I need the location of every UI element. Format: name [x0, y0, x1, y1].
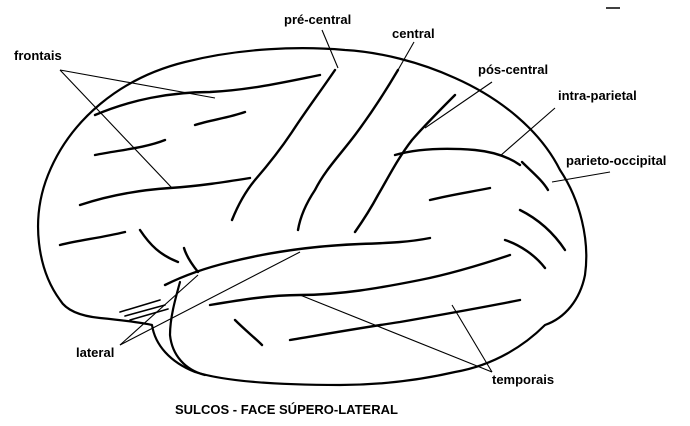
pre-central-sulcus — [232, 70, 335, 220]
leader-lateral-lower — [120, 275, 198, 345]
leader-parieto-occipital — [552, 172, 610, 182]
leader-lateral-upper — [120, 252, 300, 345]
lateral-sulcus-branch — [184, 248, 198, 272]
central-sulcus — [298, 70, 398, 230]
lateral-sulcus-hatch — [120, 300, 168, 320]
leader-central — [398, 42, 414, 70]
leader-temporais-right — [452, 305, 492, 372]
superior-frontal-sulcus — [95, 75, 320, 115]
temporal-sulcus-minor — [235, 320, 262, 345]
cerebrum-outline — [38, 48, 586, 385]
leader-pos-central — [425, 82, 492, 128]
occipital-sulcus-2 — [505, 240, 545, 268]
superior-temporal-sulcus — [210, 255, 510, 305]
label-temporais: temporais — [492, 372, 554, 387]
label-parieto-occipital: parieto-occipital — [566, 153, 666, 168]
label-intra-parietal: intra-parietal — [558, 88, 637, 103]
inferior-frontal-sulcus — [80, 178, 250, 205]
frontal-sulcus-minor-3 — [195, 112, 245, 125]
frontal-sulcus-minor-1 — [95, 140, 165, 155]
label-lateral: lateral — [76, 345, 114, 360]
parieto-occipital-sulcus — [522, 162, 548, 190]
frontal-sulcus-minor-4 — [140, 230, 178, 262]
lateral-sulcus — [165, 238, 430, 285]
label-pre-central: pré-central — [284, 12, 351, 27]
intra-parietal-sulcus — [395, 149, 520, 165]
label-pos-central: pós-central — [478, 62, 548, 77]
occipital-sulcus-1 — [520, 210, 565, 250]
parietal-sulcus-minor — [430, 188, 490, 200]
label-central: central — [392, 26, 435, 41]
label-frontais: frontais — [14, 48, 62, 63]
diagram-caption: SULCOS - FACE SÚPERO-LATERAL — [175, 402, 398, 417]
frontal-sulcus-minor-2 — [60, 232, 125, 245]
inferior-temporal-sulcus — [290, 300, 520, 340]
